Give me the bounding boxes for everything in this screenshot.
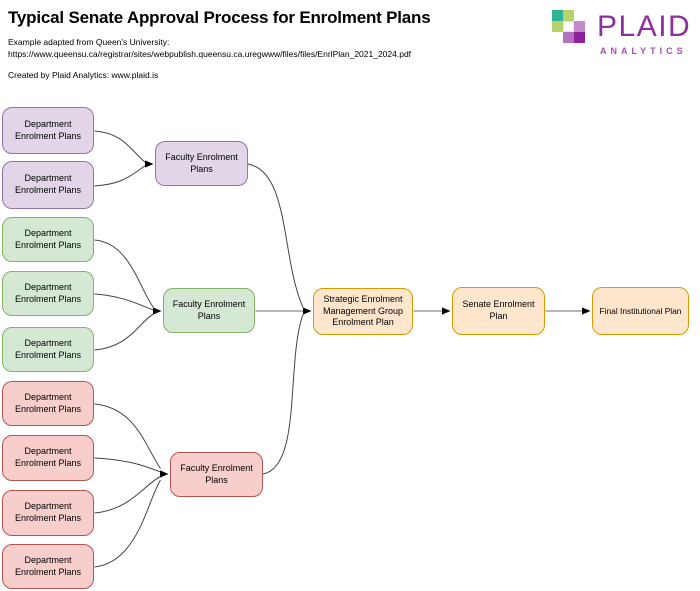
edge-department-green-3 (94, 313, 154, 351)
arrowhead-final (582, 307, 591, 315)
arrowhead-faculty-purple (145, 160, 154, 168)
plaid-analytics-logo: PLAID ANALYTICS (550, 6, 695, 62)
arrowhead-senate (442, 307, 451, 315)
logo-square-purple-mid (563, 32, 574, 43)
arrowhead-faculty-red (160, 470, 169, 478)
arrowhead-faculty-green (153, 307, 162, 315)
node-department-enrolment-plans-green-2: Department Enrolment Plans (2, 271, 94, 316)
edge-faculty-purple-strategic (247, 163, 304, 308)
logo-square-teal (552, 10, 563, 21)
node-department-enrolment-plans-red-2: Department Enrolment Plans (2, 435, 94, 481)
node-senate-enrolment-plan: Senate Enrolment Plan (452, 287, 545, 335)
edge-faculty-red-strategic (262, 314, 304, 475)
credit-note: Created by Plaid Analytics: www.plaid.is (8, 70, 159, 80)
edge-department-red-1 (94, 403, 161, 469)
edge-department-purple-2 (94, 165, 146, 187)
node-strategic-enrolment-management-group: Strategic Enrolment Management Group Enr… (313, 288, 413, 335)
node-department-enrolment-plans-red-4: Department Enrolment Plans (2, 544, 94, 589)
node-department-enrolment-plans-red-1: Department Enrolment Plans (2, 381, 94, 426)
edge-department-red-2 (94, 457, 161, 473)
logo-square-green-top (563, 10, 574, 21)
node-department-enrolment-plans-red-3: Department Enrolment Plans (2, 490, 94, 536)
node-faculty-enrolment-plans-purple: Faculty Enrolment Plans (155, 141, 248, 186)
node-department-enrolment-plans-purple-2: Department Enrolment Plans (2, 161, 94, 209)
node-department-enrolment-plans-green-3: Department Enrolment Plans (2, 327, 94, 372)
edge-department-green-1 (94, 239, 154, 308)
node-faculty-enrolment-plans-red: Faculty Enrolment Plans (170, 452, 263, 497)
source-note: Example adapted from Queen's University:… (8, 37, 411, 60)
source-note-url: https://www.queensu.ca/registrar/sites/w… (8, 48, 412, 59)
logo-square-purple-light (574, 21, 585, 32)
node-final-institutional-plan: Final Institutional Plan (592, 287, 689, 335)
arrowhead-strategic (303, 307, 312, 315)
node-department-enrolment-plans-green-1: Department Enrolment Plans (2, 217, 94, 262)
logo-square-green-left (552, 21, 563, 32)
plaid-analytics-label: ANALYTICS (600, 46, 687, 56)
edge-department-purple-1 (94, 130, 146, 163)
page-title: Typical Senate Approval Process for Enro… (8, 8, 431, 27)
logo-square-purple-dark (574, 32, 585, 43)
plaid-wordmark: PLAID (597, 10, 692, 43)
node-department-enrolment-plans-purple-1: Department Enrolment Plans (2, 107, 94, 154)
edge-department-red-3 (94, 476, 161, 514)
edge-department-green-2 (94, 293, 154, 311)
logo-square-white (563, 21, 574, 32)
edge-department-red-4 (94, 479, 161, 568)
source-note-line1: Example adapted from Queen's University: (8, 37, 170, 47)
node-faculty-enrolment-plans-green: Faculty Enrolment Plans (163, 288, 255, 333)
